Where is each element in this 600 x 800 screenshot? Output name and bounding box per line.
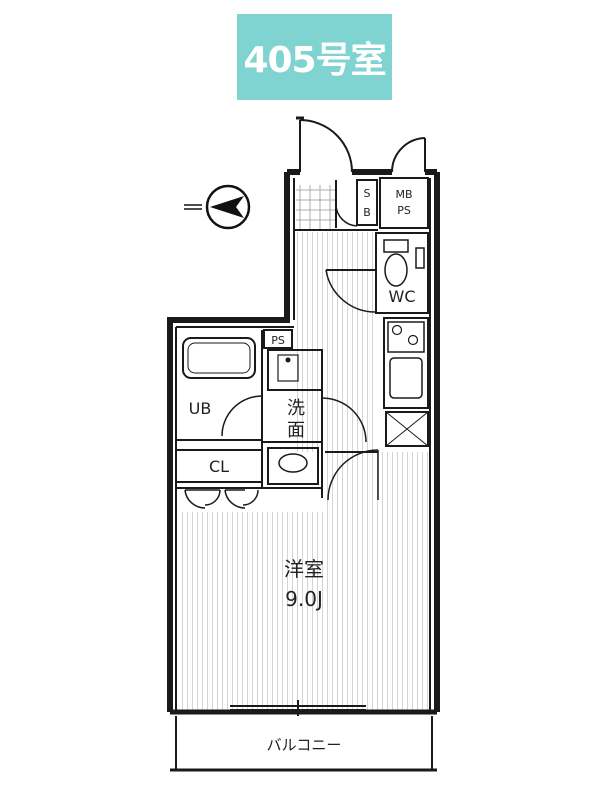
- kitchen-counter: [383, 317, 429, 447]
- closet-doors: [184, 489, 259, 509]
- balcony: [170, 716, 437, 772]
- cl-label: CL: [209, 457, 229, 476]
- wet-area-block: [176, 329, 379, 501]
- mb-label: MB: [395, 188, 412, 201]
- youshitsu-size: 9.0J: [285, 587, 323, 611]
- sb-label-2: B: [363, 206, 371, 219]
- utility-block: [294, 177, 429, 314]
- mbps-door: [391, 137, 426, 173]
- toilet-icon: [383, 239, 425, 287]
- senmen-label-1: 洗: [287, 398, 305, 419]
- room-number-badge: 405号室: [237, 14, 392, 100]
- ub-label: UB: [189, 399, 212, 418]
- entrance-tiles: [296, 185, 336, 230]
- balcony-window: [170, 700, 437, 716]
- entrance-door: [296, 116, 353, 173]
- north-arrow-icon: [184, 184, 251, 230]
- youshitsu-label: 洋室: [284, 557, 324, 581]
- sb-label-1: S: [364, 187, 371, 200]
- balcony-label: バルコニー: [267, 736, 342, 754]
- wc-label: WC: [389, 287, 416, 306]
- ps-label: PS: [271, 334, 285, 347]
- outer-walls: [167, 169, 440, 712]
- floor-hatching: [180, 232, 430, 712]
- ps-label-top: PS: [397, 204, 411, 217]
- senmen-label-2: 面: [287, 420, 305, 441]
